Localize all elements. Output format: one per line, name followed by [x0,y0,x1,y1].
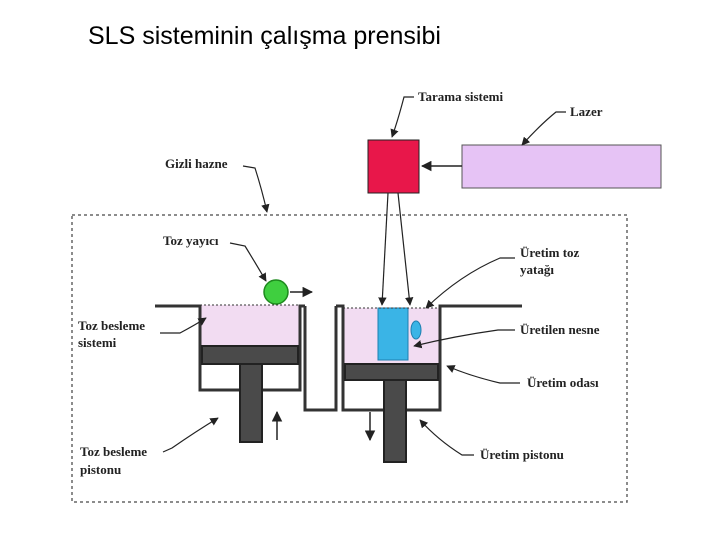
label-scanning-system: Tarama sistemi [418,89,503,104]
middle-divider [303,306,338,412]
build-piston-rod [383,379,407,463]
label-feed-piston-1: Toz besleme [80,444,147,459]
scan-beam-left [378,192,389,306]
feed-piston-plate [201,345,299,365]
label-laser: Lazer [570,104,603,119]
produced-object [377,307,409,361]
leader-build-powder-bed [425,257,515,309]
leader-laser [521,111,566,146]
label-produced-object: Üretilen nesne [520,322,600,337]
label-feed-system-2: sistemi [78,335,117,350]
label-powder-spreader: Toz yayıcı [163,233,219,248]
label-build-chamber: Üretim odası [527,375,599,390]
label-hidden-chamber: Gizli hazne [165,156,228,171]
label-build-piston: Üretim pistonu [480,447,564,462]
leader-scanning-system [390,96,414,138]
leader-powder-spreader [229,242,267,282]
hidden-chamber-enclosure [71,214,628,503]
label-feed-system-1: Toz besleme [78,318,145,333]
label-feed-piston-2: pistonu [80,462,121,477]
leader-feed-system [160,317,207,334]
leader-produced-object [413,329,515,349]
feed-piston-rod [239,363,263,443]
feed-powder-bed [200,305,300,345]
leader-build-piston [419,419,474,456]
label-build-powder-bed-1: Üretim toz [520,245,580,260]
scanning-system-box [367,139,420,194]
leader-feed-piston [162,417,219,453]
leader-build-chamber [446,365,520,384]
build-piston-plate [344,363,439,381]
leader-hidden-chamber [242,165,270,213]
page-title: SLS sisteminin çalışma prensibi [88,22,441,50]
laser-box [461,144,662,189]
produced-object-part [410,320,422,340]
scan-beam-right [397,192,414,306]
label-build-powder-bed-2: yatağı [520,262,554,277]
powder-spreader-roller [263,279,289,305]
